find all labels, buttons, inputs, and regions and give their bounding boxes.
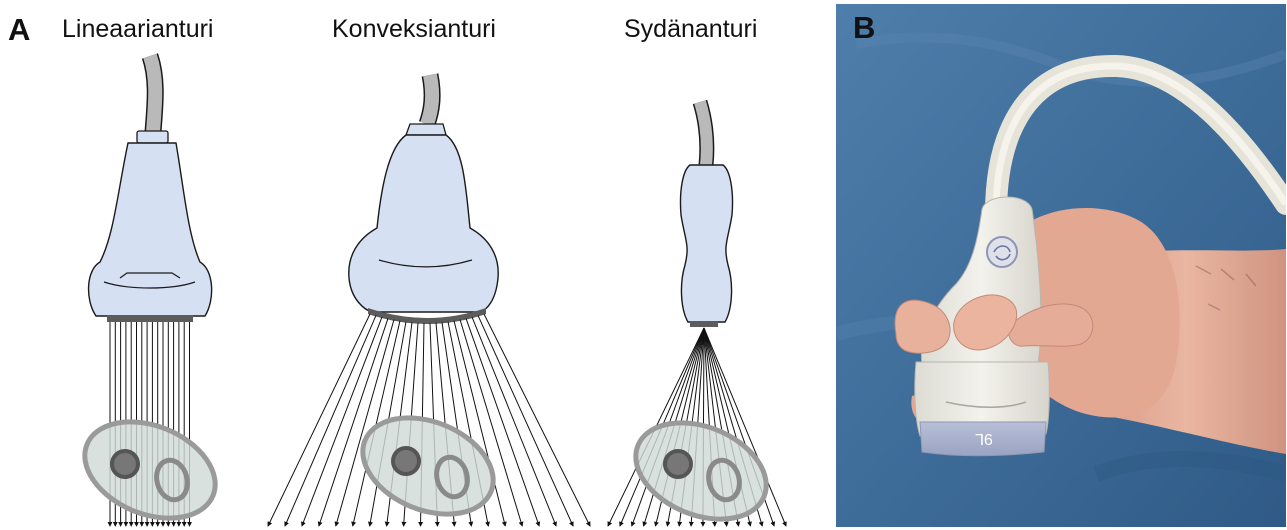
linear-probe-body [89, 143, 212, 316]
probe-photo-panel: 9L [836, 4, 1286, 527]
convex-probe [268, 75, 590, 530]
linear-probe [70, 56, 229, 530]
convex-beam-line [302, 317, 382, 526]
photo-brand-logo [987, 237, 1017, 267]
convex-probe-collar [406, 124, 446, 135]
linear-tissue-target [70, 404, 229, 530]
panel-b-letter: B [853, 12, 875, 43]
linear-probe-collar [137, 131, 168, 143]
convex-beam-line [285, 315, 376, 526]
cardiac-probe-face [690, 321, 718, 327]
cardiac-tissue-target [621, 405, 780, 530]
probe-diagram-panel [0, 0, 836, 530]
convex-probe-body [349, 135, 498, 312]
probe-photo: 9L [836, 4, 1286, 527]
photo-probe-label: 9L [975, 430, 993, 447]
cardiac-probe-body [680, 165, 732, 322]
linear-probe-face [107, 315, 193, 322]
cardiac-probe [608, 102, 786, 530]
convex-beam-line [484, 314, 590, 526]
convex-beam-line [268, 314, 370, 526]
